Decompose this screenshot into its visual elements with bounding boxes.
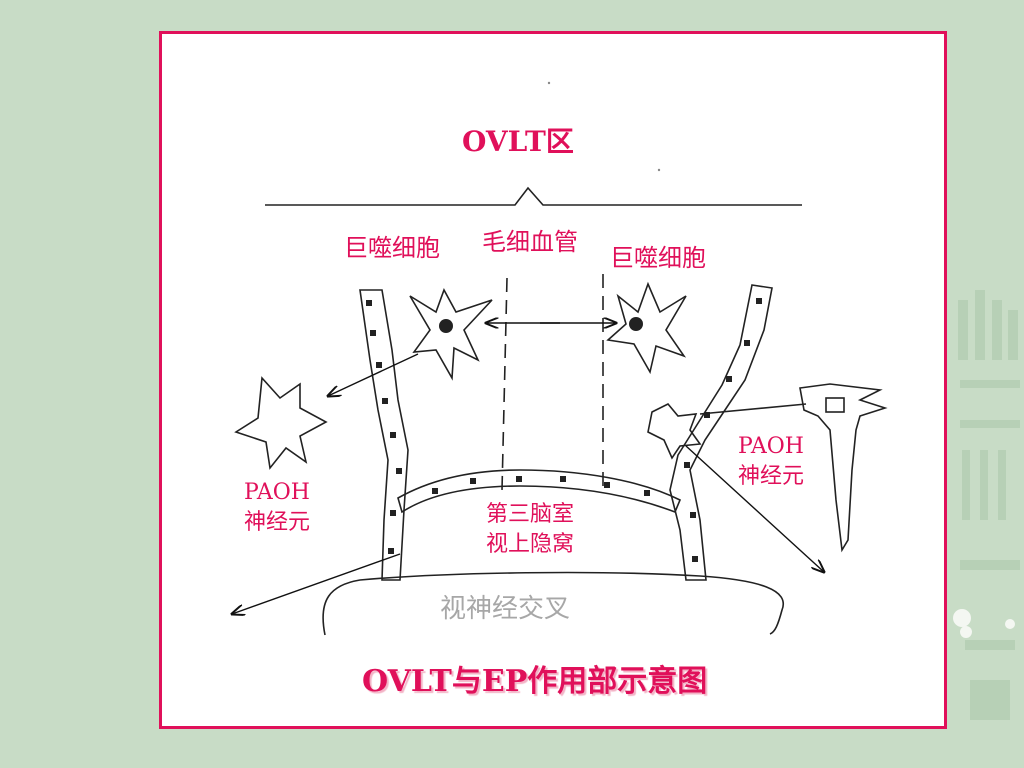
paoh-neuron-left-label: PAOH 神经元 [244, 478, 310, 538]
paoh-neuron-right-nucleus [825, 397, 845, 413]
macrophage-left-shape [409, 288, 493, 381]
slide-caption: OVLT与EP作用部示意图 [362, 664, 708, 699]
ependymal-column-left [359, 289, 409, 581]
ventricle-floor-cells [397, 469, 682, 514]
paoh-left-line1: PAOH [244, 480, 310, 505]
paoh-left-line2: 神经元 [244, 510, 311, 535]
paoh-small-cell-right [647, 403, 702, 460]
macrophage-right-nucleus [629, 317, 643, 331]
macrophage-left-label: 巨噬细胞 [344, 234, 440, 262]
third-ventricle-line2: 视上隐窝 [486, 532, 575, 557]
optic-chiasm-outline [322, 571, 785, 636]
ependymal-column-right [669, 284, 773, 581]
ovlt-boundary-line [265, 186, 802, 206]
ovlt-region-label: OVLT区 [462, 125, 574, 158]
capillary-left-wall [501, 277, 508, 491]
paoh-right-line1: PAOH [738, 434, 804, 459]
paoh-right-line2: 神经元 [738, 464, 805, 489]
arrow-to-bottom-right [685, 445, 824, 572]
slide-frame [159, 31, 947, 729]
arrow-to-bottom-left [232, 553, 401, 614]
macrophage-right-label: 巨噬细胞 [610, 244, 706, 272]
paoh-neuron-right-shape [799, 383, 888, 553]
macrophage-right-shape [606, 281, 687, 375]
paoh-neuron-right-label: PAOH 神经元 [738, 432, 804, 492]
capillary-label: 毛细血管 [482, 228, 578, 256]
arrow-to-paoh-left [328, 353, 419, 396]
third-ventricle-line1: 第三脑室 [486, 502, 575, 527]
optic-chiasm-label: 视神经交叉 [440, 594, 571, 624]
paoh-neuron-left-shape [234, 376, 328, 470]
macrophage-left-nucleus [439, 319, 453, 333]
third-ventricle-label: 第三脑室 视上隐窝 [486, 500, 574, 560]
